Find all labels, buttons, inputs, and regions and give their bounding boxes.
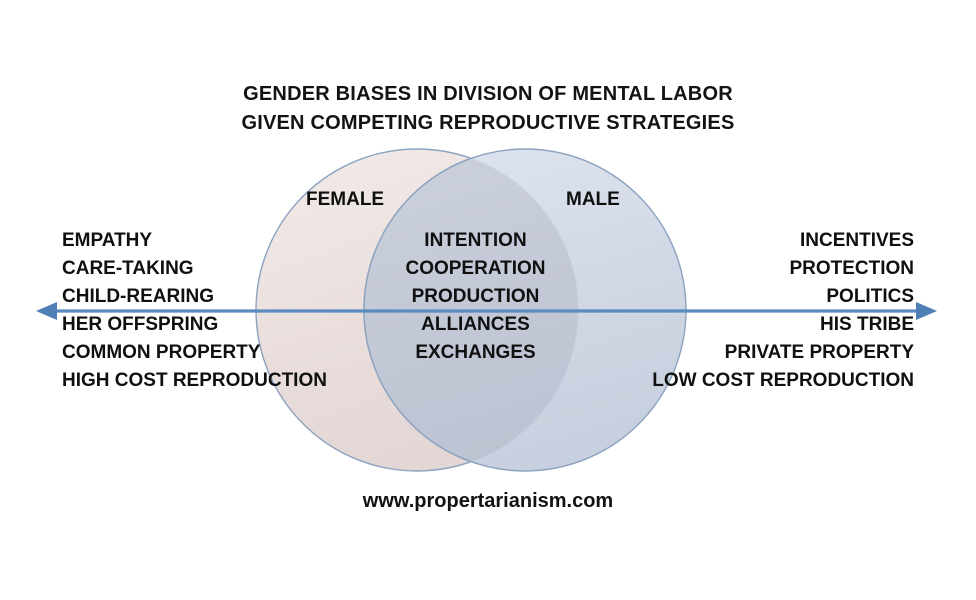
list-item: HIS TRIBE bbox=[820, 314, 914, 335]
list-item: PROTECTION bbox=[789, 258, 914, 279]
title-line-1: GENDER BIASES IN DIVISION OF MENTAL LABO… bbox=[243, 83, 733, 105]
column-male-traits: INCENTIVES PROTECTION POLITICS HIS TRIBE… bbox=[594, 227, 914, 395]
footer-url: www.propertarianism.com bbox=[362, 490, 614, 512]
list-item: PRODUCTION bbox=[411, 286, 540, 307]
page-title: GENDER BIASES IN DIVISION OF MENTAL LABO… bbox=[0, 80, 976, 138]
list-item: POLITICS bbox=[826, 286, 914, 307]
venn-label-male: MALE bbox=[566, 189, 620, 210]
list-item: ALLIANCES bbox=[421, 314, 530, 335]
list-item: EMPATHY bbox=[62, 230, 153, 251]
list-item: LOW COST REPRODUCTION bbox=[652, 370, 914, 391]
list-item: EXCHANGES bbox=[415, 342, 536, 363]
list-item: HIGH COST REPRODUCTION bbox=[62, 370, 327, 391]
column-shared-traits: INTENTION COOPERATION PRODUCTION ALLIANC… bbox=[373, 227, 578, 367]
title-line-2: GIVEN COMPETING REPRODUCTIVE STRATEGIES bbox=[241, 112, 735, 134]
list-item: CARE-TAKING bbox=[62, 258, 194, 279]
list-item: PRIVATE PROPERTY bbox=[724, 342, 914, 363]
column-female-traits: EMPATHY CARE-TAKING CHILD-REARING HER OF… bbox=[62, 227, 362, 395]
list-item: COOPERATION bbox=[405, 258, 546, 279]
list-item: HER OFFSPRING bbox=[62, 314, 219, 335]
list-item: CHILD-REARING bbox=[62, 286, 214, 307]
list-item: INTENTION bbox=[424, 230, 527, 251]
list-item: COMMON PROPERTY bbox=[62, 342, 261, 363]
venn-label-female: FEMALE bbox=[306, 189, 385, 210]
list-item: INCENTIVES bbox=[799, 230, 914, 251]
